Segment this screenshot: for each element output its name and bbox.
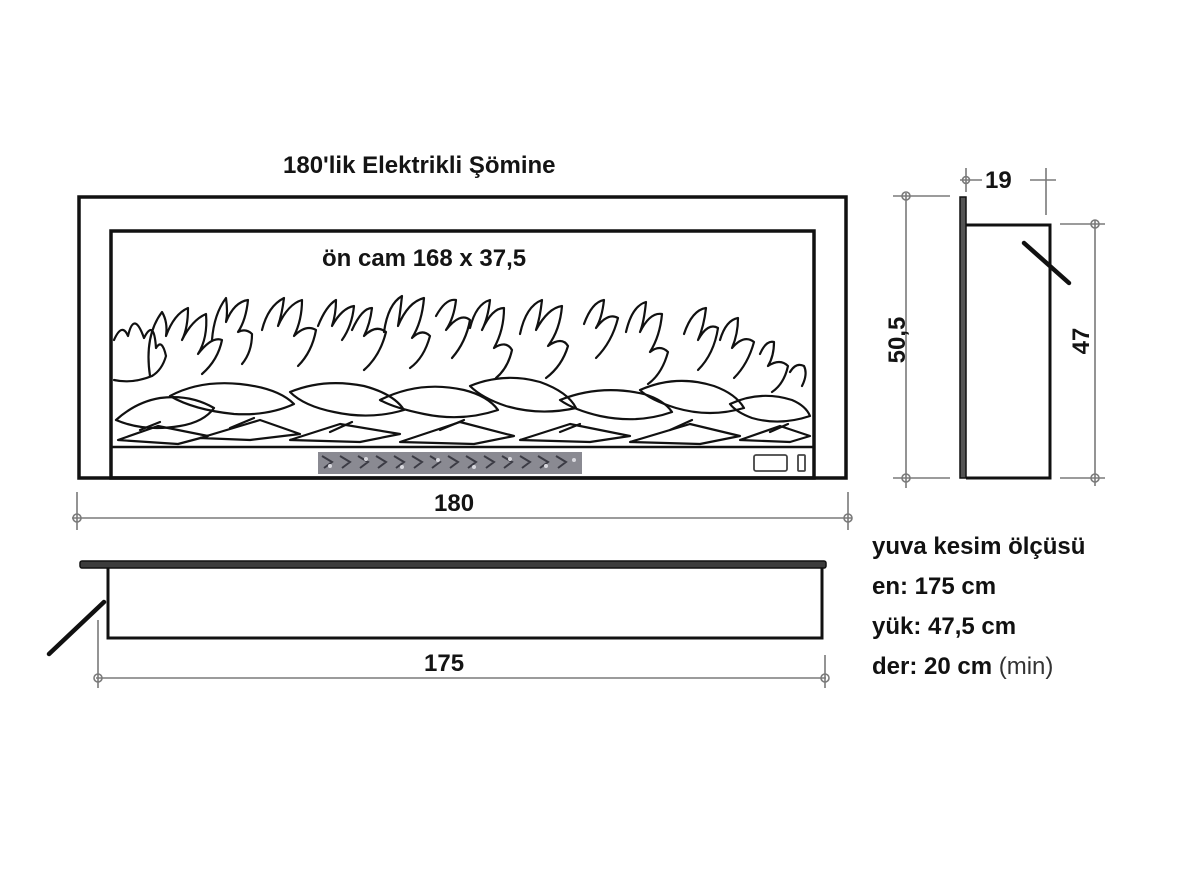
- outer-frame: [77, 195, 848, 480]
- recess-spec-height: yük: 47,5 cm: [872, 613, 1017, 640]
- grille-pattern: [318, 452, 582, 474]
- side-handle: [1021, 240, 1072, 286]
- glass-size-label: ön cam 168 x 37,5: [322, 245, 527, 272]
- power-switch: [797, 454, 806, 472]
- diagram-title: 180'lik Elektrikli Şömine: [283, 152, 556, 179]
- flames-and-logs: [112, 294, 812, 446]
- side-body: [966, 223, 1052, 480]
- recess-spec-depth: der: 20 cm: [872, 653, 993, 680]
- side-front-plate: [959, 196, 967, 479]
- recess-body: [106, 568, 824, 640]
- top-view: [46, 560, 830, 688]
- height-50-5-label: 50,5: [884, 316, 911, 364]
- height-47-label: 47: [1068, 327, 1095, 355]
- height-dimension-50-5: [893, 191, 950, 488]
- width-175-label: 175: [424, 650, 465, 677]
- depth-19-label: 19: [985, 167, 1012, 194]
- recess-spec-width: en: 175 cm: [872, 573, 997, 600]
- glass-panel: [109, 229, 816, 480]
- front-view: [72, 195, 853, 530]
- width-dimension-175: [93, 620, 830, 688]
- height-dimension-47: [1060, 219, 1105, 486]
- width-dimension-180: [72, 492, 853, 530]
- width-180-label: 180: [434, 490, 475, 517]
- top-plate: [79, 560, 827, 569]
- display-panel: [753, 454, 788, 472]
- recess-spec-heading: yuva kesim ölçüsü: [872, 533, 1086, 560]
- recess-spec-depth-note: (min): [998, 653, 1054, 680]
- recess-spec-block: yuva kesim ölçüsü en: 175 cm yük: 47,5 c…: [872, 527, 1085, 687]
- depth-dimension-19: [960, 168, 1056, 215]
- side-view: [893, 168, 1105, 488]
- door-handle: [46, 599, 107, 657]
- recess-spec-depth-row: der: 20 cm (min): [872, 647, 1085, 687]
